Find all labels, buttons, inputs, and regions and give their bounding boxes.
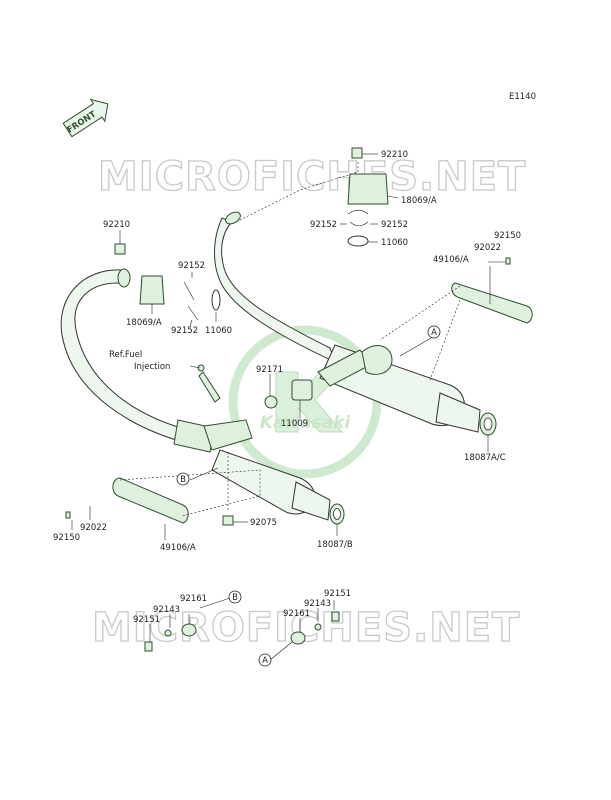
callout-b-bottom: B [228, 590, 242, 604]
label-92161-right: 92161 [283, 609, 310, 619]
label-92210-top: 92210 [381, 150, 408, 160]
label-11060-left: 11060 [205, 326, 232, 336]
gasket-set-upper [347, 147, 389, 247]
label-92152-left: 92152 [178, 261, 205, 271]
label-18087b: 18087/B [317, 540, 353, 550]
label-92151-left: 92151 [133, 615, 160, 625]
label-92171: 92171 [256, 365, 283, 375]
label-injection: Injection [134, 362, 170, 372]
svg-text:A: A [262, 656, 268, 666]
label-49106a-right: 49106/A [433, 255, 469, 265]
label-92143-right: 92143 [304, 599, 331, 609]
label-92022-left: 92022 [80, 523, 107, 533]
label-92152-top-right: 92152 [381, 220, 408, 230]
label-49106a-left: 49106/A [160, 543, 196, 553]
hardware-left [144, 623, 197, 652]
svg-text:A: A [431, 328, 437, 338]
nut-92075 [222, 515, 234, 526]
label-ref-fuel: Ref.Fuel [109, 350, 142, 360]
label-18069a-top: 18069/A [401, 196, 437, 206]
bolt-92150-left [65, 511, 71, 519]
watermark-top: MICROFICHES.NET [98, 154, 526, 200]
front-arrow-icon: FRONT [62, 98, 109, 138]
gasket-set-left [114, 243, 221, 321]
label-92022-right: 92022 [474, 243, 501, 253]
callout-a-bottom: A [258, 653, 272, 667]
heat-shield-left [112, 477, 189, 524]
label-92143-left: 92143 [153, 605, 180, 615]
label-92161-left: 92161 [180, 594, 207, 604]
label-11060-top: 11060 [381, 238, 408, 248]
watermark-bottom: MICROFICHES.NET [92, 605, 520, 651]
label-92210-left: 92210 [103, 220, 130, 230]
oxygen-sensor [197, 364, 221, 403]
clamp-and-gasket-center [264, 379, 313, 409]
heat-shield-right [451, 282, 533, 324]
hardware-right [290, 611, 340, 645]
label-92151-right: 92151 [324, 589, 351, 599]
label-18087ac: 18087A/C [464, 453, 506, 463]
label-11009: 11009 [281, 419, 308, 429]
bolt-92150-right [505, 257, 511, 265]
callout-b-middle: B [176, 472, 190, 486]
svg-text:B: B [180, 475, 186, 485]
label-92152-left-lower: 92152 [171, 326, 198, 336]
callout-a-upper: A [427, 325, 441, 339]
label-92152-top-left: 92152 [310, 220, 337, 230]
kawasaki-logo-text: Kawasaki [260, 413, 352, 433]
label-92075: 92075 [250, 518, 277, 528]
left-exhaust-pipe [60, 268, 345, 525]
part-labels: 92210 18069/A 92152 92152 11060 49106/A … [53, 150, 521, 625]
label-92150-right: 92150 [494, 231, 521, 241]
label-18069a-left: 18069/A [126, 318, 162, 328]
label-92150-left: 92150 [53, 533, 80, 543]
leader-lines [71, 153, 506, 661]
right-exhaust-pipe [214, 211, 497, 436]
svg-text:B: B [232, 593, 238, 603]
diagram-code: E1140 [509, 92, 536, 102]
